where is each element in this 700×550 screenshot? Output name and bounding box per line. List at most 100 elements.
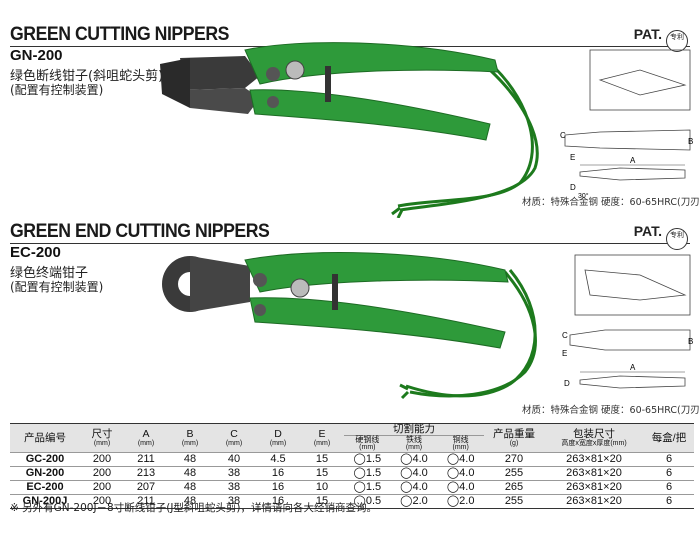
col-weight: 产品重量(g)	[484, 423, 544, 453]
table-cell: 15	[300, 494, 344, 509]
material-spec: 材质：特殊合金钢 硬度：60-65HRC(刀刃部位)	[522, 197, 700, 208]
spec-table-body: GC-200 200 211 48 40 4.5 15 ◯1.5 ◯4.0 ◯4…	[10, 452, 694, 509]
table-cell: 211	[124, 494, 168, 509]
col-b: B(mm)	[168, 423, 212, 453]
col-size: 尺寸(mm)	[80, 423, 124, 453]
dim-label-c: C	[562, 331, 568, 340]
table-cell: ◯2.0	[437, 494, 484, 509]
dim-label-angle: 30°	[578, 192, 589, 200]
dim-label-c: C	[560, 131, 566, 140]
table-cell: ◯4.0	[390, 452, 438, 467]
patent-label: PAT.	[633, 223, 662, 239]
dim-label-b: B	[688, 337, 693, 346]
table-cell: EC-200	[10, 480, 80, 495]
product-title-en: GREEN CUTTING NIPPERS	[10, 24, 230, 45]
dim-label-d: D	[570, 183, 576, 192]
table-cell: ◯2.0	[390, 494, 438, 509]
dim-label-a: A	[630, 363, 636, 372]
col-copper-wire: 铜线(mm)	[437, 435, 484, 453]
table-cell: 16	[256, 466, 300, 481]
table-cell: ◯4.0	[437, 480, 484, 495]
product-section-gn200: GREEN CUTTING NIPPERS GN-200 绿色断线钳子(斜咀蛇头…	[0, 0, 700, 218]
dim-label-a: A	[630, 156, 636, 165]
table-cell: 6	[644, 480, 694, 495]
table-cell: GN-200	[10, 466, 80, 481]
table-cell: 38	[212, 494, 256, 509]
table-cell: ◯1.5	[344, 480, 391, 495]
table-cell: ◯4.0	[390, 480, 438, 495]
product-title-en: GREEN END CUTTING NIPPERS	[10, 221, 270, 242]
table-cell: 48	[168, 452, 212, 467]
table-cell: 200	[80, 452, 124, 467]
col-per-box: 每盒/把	[644, 423, 694, 453]
table-cell: 15	[300, 466, 344, 481]
product-note-cn: (配置有控制装置)	[10, 280, 104, 294]
table-cell: 213	[124, 466, 168, 481]
table-cell: 16	[256, 494, 300, 509]
table-row: GN-200 200 213 48 38 16 15 ◯1.5 ◯4.0 ◯4.…	[10, 466, 694, 481]
table-cell: 211	[124, 452, 168, 467]
table-cell: 207	[124, 480, 168, 495]
dim-label-e: E	[570, 153, 575, 162]
col-e: E(mm)	[300, 423, 344, 453]
patent-badge-icon: 专利	[666, 30, 688, 52]
table-cell: 6	[644, 452, 694, 467]
dim-label-d: D	[564, 379, 570, 388]
material-spec: 材质：特殊合金钢 硬度：60-65HRC(刀刃部位)	[522, 405, 700, 416]
model-number: EC-200	[10, 244, 61, 261]
footnote: ※ 另外有GN-200J－8寸断线钳子(J型斜咀蛇头剪)，详情请向各大经销商查询…	[10, 502, 378, 514]
table-cell: ◯4.0	[437, 466, 484, 481]
table-cell: 263×81×20	[544, 494, 644, 509]
table-cell: 270	[484, 452, 544, 467]
product-note-cn: (配置有控制装置)	[10, 83, 104, 97]
table-cell: 200	[80, 466, 124, 481]
table-cell: ◯1.5	[344, 466, 391, 481]
table-row: GC-200 200 211 48 40 4.5 15 ◯1.5 ◯4.0 ◯4…	[10, 452, 694, 467]
table-cell: 263×81×20	[544, 466, 644, 481]
table-row: EC-200 200 207 48 38 16 10 ◯1.5 ◯4.0 ◯4.…	[10, 480, 694, 495]
table-cell: 255	[484, 466, 544, 481]
table-cell: 48	[168, 466, 212, 481]
product-section-ec200: GREEN END CUTTING NIPPERS EC-200 绿色终端钳子 …	[0, 220, 700, 420]
table-cell: 4.5	[256, 452, 300, 467]
dim-label-b: B	[688, 137, 693, 146]
table-row: GN-200J 200 211 48 38 16 15 ◯0.5 ◯2.0 ◯2…	[10, 494, 694, 509]
product-name-cn: 绿色终端钳子	[10, 266, 89, 281]
patent-badge-icon: 专利	[666, 228, 688, 250]
col-iron-wire: 铁线(mm)	[390, 435, 438, 453]
table-cell: 10	[300, 480, 344, 495]
table-cell: 48	[168, 494, 212, 509]
col-piano-wire: 硬钢线(mm)	[344, 435, 391, 453]
table-cell: 255	[484, 494, 544, 509]
table-cell: GN-200J	[10, 494, 80, 509]
table-cell: 40	[212, 452, 256, 467]
gn200-dimension-diagram: C E B A D 30°	[560, 49, 693, 200]
table-cell: 263×81×20	[544, 452, 644, 467]
end-cutting-nipper-image	[162, 252, 537, 400]
table-cell: 263×81×20	[544, 480, 644, 495]
patent-label: PAT.	[633, 26, 662, 42]
table-cell: 16	[256, 480, 300, 495]
product-name-cn: 绿色断线钳子(斜咀蛇头剪)	[10, 69, 164, 84]
dim-label-e: E	[562, 349, 567, 358]
cutting-nipper-image	[160, 42, 539, 218]
table-cell: 6	[644, 494, 694, 509]
col-d: D(mm)	[256, 423, 300, 453]
col-package: 包装尺寸高度x宽度x厚度(mm)	[544, 423, 644, 453]
model-number: GN-200	[10, 47, 63, 64]
table-cell: 48	[168, 480, 212, 495]
table-cell: GC-200	[10, 452, 80, 467]
table-cell: 265	[484, 480, 544, 495]
ec200-dimension-diagram: C E B A D	[562, 254, 693, 389]
table-cell: 200	[80, 480, 124, 495]
table-cell: 200	[80, 494, 124, 509]
col-a: A(mm)	[124, 423, 168, 453]
table-cell: 38	[212, 480, 256, 495]
spec-table: 产品编号 尺寸(mm) A(mm) B(mm) C(mm) D(mm) E(mm…	[10, 423, 694, 509]
table-cell: ◯4.0	[390, 466, 438, 481]
col-product-no: 产品编号	[10, 423, 80, 453]
table-cell: 38	[212, 466, 256, 481]
table-cell: 6	[644, 466, 694, 481]
table-cell: ◯4.0	[437, 452, 484, 467]
table-cell: 15	[300, 452, 344, 467]
